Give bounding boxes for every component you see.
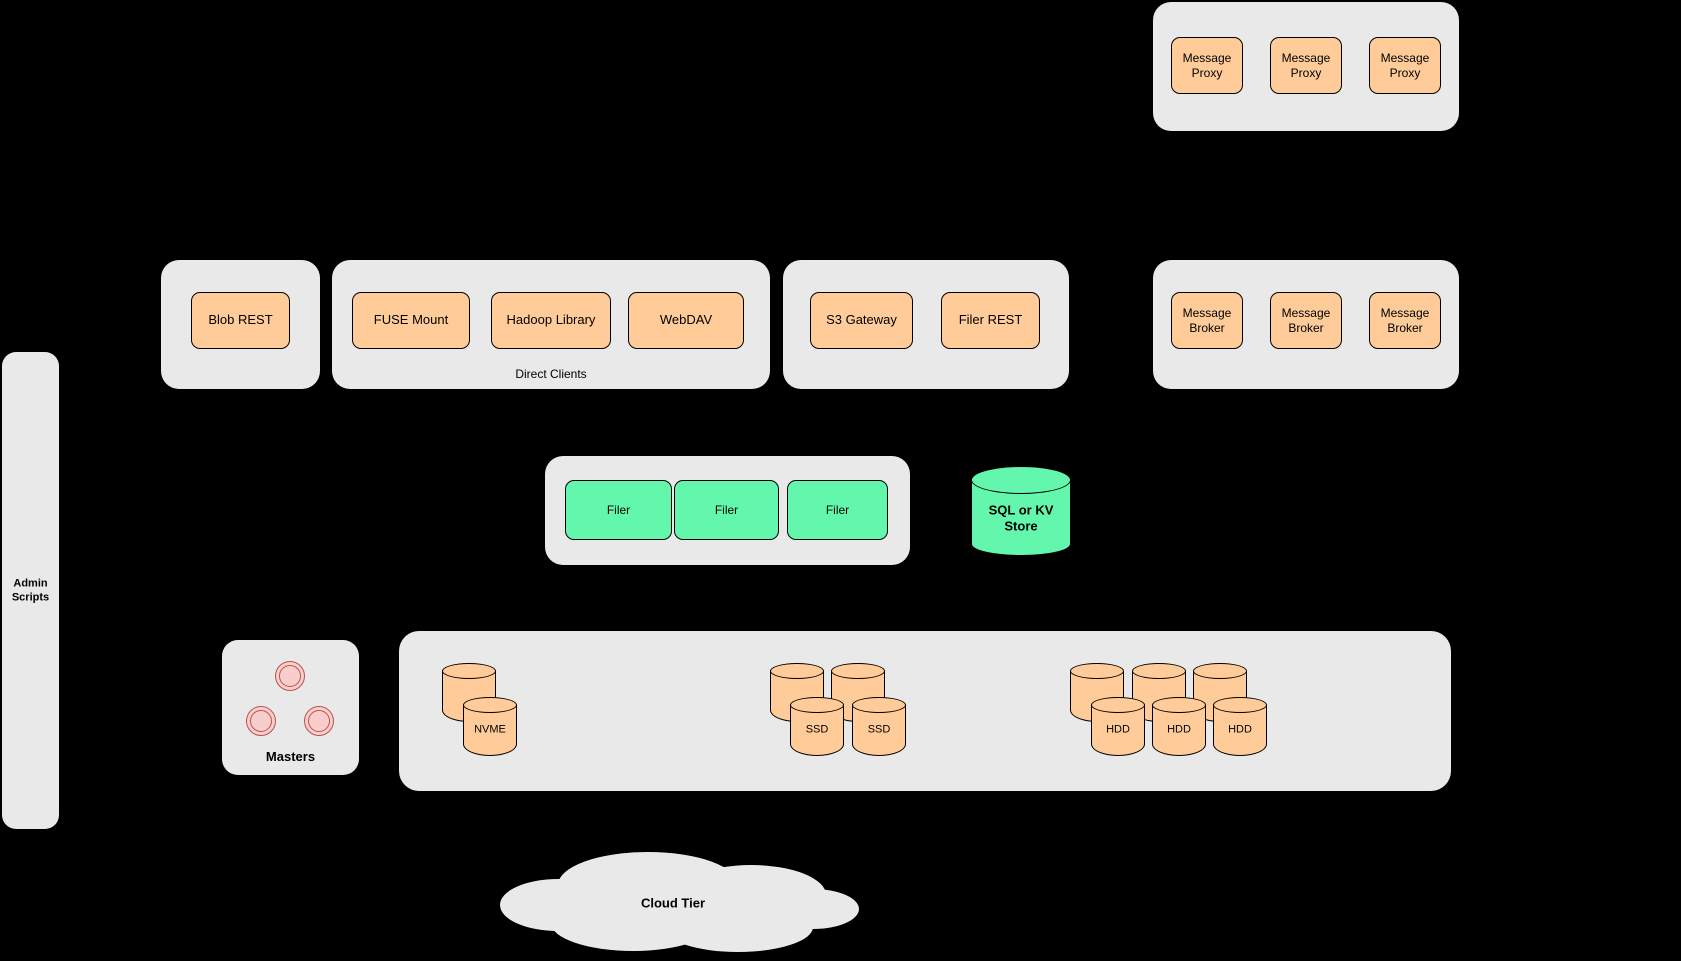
cylinder-top	[463, 697, 517, 713]
masters-group: Masters	[222, 640, 359, 775]
fuse-mount-label: FUSE Mount	[373, 312, 449, 328]
message-proxy-label: Message Proxy	[1380, 50, 1430, 80]
blob-rest-node: Blob REST	[191, 292, 290, 349]
filer-group: Filer Filer Filer	[545, 456, 910, 565]
cylinder-body	[1152, 705, 1206, 756]
cylinder-body	[1213, 705, 1267, 756]
message-proxy-node: Message Proxy	[1270, 37, 1342, 94]
message-proxy-label: Message Proxy	[1281, 50, 1331, 80]
filer-label: Filer	[714, 502, 739, 517]
masters-label: Masters	[265, 749, 316, 765]
filer-rest-node: Filer REST	[941, 292, 1040, 349]
cylinder-top	[1193, 663, 1247, 679]
ssd-cylinder: SSD	[790, 697, 844, 756]
ssd-cylinder: SSD	[852, 697, 906, 756]
cloud-tier-label: Cloud Tier	[640, 895, 706, 910]
filer-label: Filer	[825, 502, 850, 517]
cloud-icon	[500, 852, 859, 952]
cylinder-top	[1152, 697, 1206, 713]
filer-node: Filer	[565, 480, 672, 540]
cloud-tier: Cloud Tier	[483, 845, 863, 960]
cylinder-top	[831, 663, 885, 679]
filer-node: Filer	[787, 480, 888, 540]
cylinder-top	[790, 697, 844, 713]
hdd-label: HDD	[1228, 723, 1252, 736]
cylinder-top	[1132, 663, 1186, 679]
blob-rest-group: Blob REST	[161, 260, 320, 389]
cylinder-body	[463, 705, 517, 756]
cylinder-top	[1091, 697, 1145, 713]
cylinder-top	[1213, 697, 1267, 713]
hdd-label: HDD	[1167, 723, 1191, 736]
message-broker-label: Message Broker	[1281, 305, 1331, 335]
s3-gateway-node: S3 Gateway	[810, 292, 913, 349]
ssd-label: SSD	[805, 723, 829, 736]
message-broker-label: Message Broker	[1182, 305, 1232, 335]
hdd-label: HDD	[1106, 723, 1130, 736]
nvme-cylinder: NVME	[463, 697, 517, 756]
message-proxy-group: Message Proxy Message Proxy Message Prox…	[1153, 2, 1459, 131]
sql-kv-store-cylinder: SQL or KV Store	[971, 466, 1071, 556]
volume-servers-group: NVME SSD SSD	[399, 631, 1451, 791]
direct-clients-group: FUSE Mount Hadoop Library WebDAV Direct …	[332, 260, 770, 389]
filer-node: Filer	[674, 480, 779, 540]
message-broker-node: Message Broker	[1171, 292, 1243, 349]
nvme-label: NVME	[474, 723, 506, 736]
cylinder-top	[442, 663, 496, 679]
message-broker-group: Message Broker Message Broker Message Br…	[1153, 260, 1459, 389]
sql-kv-store-label: SQL or KV Store	[988, 502, 1054, 534]
blob-rest-label: Blob REST	[208, 312, 273, 328]
hdd-cylinder: HDD	[1091, 697, 1145, 756]
s3-gateway-label: S3 Gateway	[826, 312, 897, 328]
ssd-label: SSD	[867, 723, 891, 736]
filer-rest-label: Filer REST	[958, 312, 1023, 328]
admin-scripts-panel: Admin Scripts	[2, 352, 59, 829]
message-broker-node: Message Broker	[1270, 292, 1342, 349]
cylinder-top	[852, 697, 906, 713]
hdd-cylinder: HDD	[1152, 697, 1206, 756]
filer-label: Filer	[606, 502, 631, 517]
message-broker-node: Message Broker	[1369, 292, 1441, 349]
fuse-mount-node: FUSE Mount	[352, 292, 470, 349]
hdd-cylinder: HDD	[1213, 697, 1267, 756]
message-proxy-node: Message Proxy	[1171, 37, 1243, 94]
hadoop-library-node: Hadoop Library	[491, 292, 611, 349]
message-proxy-node: Message Proxy	[1369, 37, 1441, 94]
webdav-node: WebDAV	[628, 292, 744, 349]
cylinder-body	[852, 705, 906, 756]
master-node-icon	[246, 706, 276, 736]
webdav-label: WebDAV	[659, 312, 713, 328]
cylinder-top	[971, 466, 1071, 494]
gateway-group: S3 Gateway Filer REST	[783, 260, 1069, 389]
master-node-icon	[304, 706, 334, 736]
message-broker-label: Message Broker	[1380, 305, 1430, 335]
cylinder-top	[1070, 663, 1124, 679]
master-node-icon	[275, 661, 305, 691]
direct-clients-caption: Direct Clients	[515, 366, 587, 381]
admin-scripts-label: Admin Scripts	[11, 577, 50, 604]
cylinder-body	[1091, 705, 1145, 756]
message-proxy-label: Message Proxy	[1182, 50, 1232, 80]
cylinder-body	[790, 705, 844, 756]
cylinder-top	[770, 663, 824, 679]
hadoop-library-label: Hadoop Library	[506, 312, 596, 328]
